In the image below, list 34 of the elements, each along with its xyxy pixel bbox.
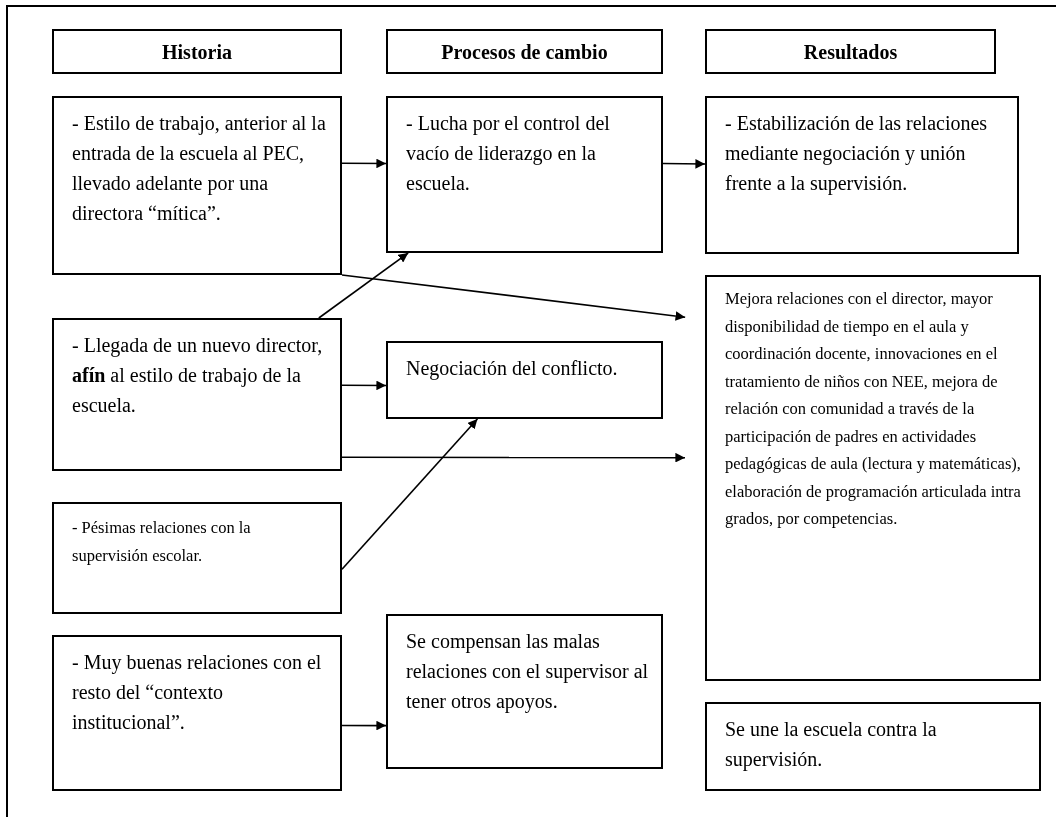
text-box [705, 275, 1041, 681]
text-box [386, 614, 663, 769]
text-box [52, 502, 342, 614]
box-text: - Pésimas relaciones con la supervisión escolar. [72, 517, 252, 567]
box-text: Negociación del conflicto. [406, 356, 619, 382]
arrow [662, 159, 706, 169]
box-text: Mejora relaciones con el director, mayor disponibilidad de tiempo en el aula y coordinación docente, innovaciones en el tratamiento de niños con NEE, mejora de relación con comunidad a través de la participación de padres en actividades pedagógicas de aula (lectura y matemáticas), elaboración de programación articulada intra grados, por competencias. [725, 288, 1022, 530]
arrow [341, 720, 387, 731]
box-text: - Lucha por el control del vacío de liderazgo en la escuela. [406, 111, 611, 196]
arrow [341, 158, 387, 169]
box-text: - Muy buenas relaciones con el resto del “contexto institucional”. [72, 650, 323, 735]
text-box [52, 96, 342, 275]
arrow [341, 380, 387, 391]
text-box [705, 96, 1019, 254]
text-box [52, 635, 342, 791]
column-heading: Historia [162, 39, 232, 65]
column-header-box [705, 29, 996, 74]
column-header-box [386, 29, 663, 74]
text-box [386, 341, 663, 419]
arrow [341, 418, 479, 570]
column-heading: Procesos de cambio [441, 39, 608, 65]
column-heading: Resultados [803, 39, 898, 65]
box-text: - Estabilización de las relaciones mediante negociación y unión frente a la supervisión. [725, 111, 989, 197]
text-box [52, 318, 342, 471]
box-text: Se compensan las malas relaciones con el supervisor al tener otros apoyos. [406, 629, 650, 715]
column-header-box [52, 29, 342, 74]
box-text: - Llegada de un nuevo director, afín al estilo de trabajo de la escuela. [72, 333, 324, 418]
text-box [386, 96, 663, 253]
arrow [318, 252, 409, 319]
text-box [705, 702, 1041, 791]
box-text: Se une la escuela contra la supervisión. [725, 717, 938, 773]
arrow [341, 274, 686, 321]
arrow [341, 452, 686, 463]
box-text: - Estilo de trabajo, anterior al la entrada de la escuela al PEC, llevado adelante por una directora “mítica”. [72, 111, 327, 226]
